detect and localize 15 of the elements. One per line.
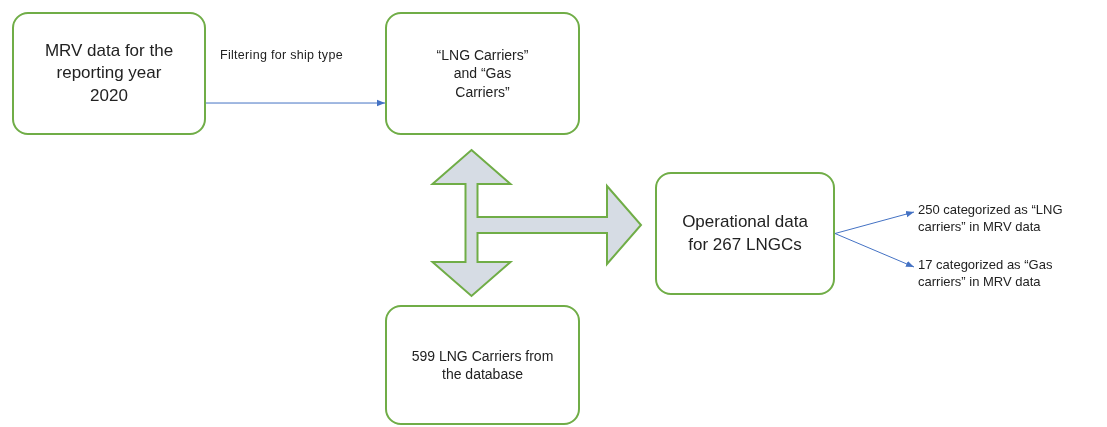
edge-label: Filtering for ship type bbox=[220, 48, 343, 62]
result-text: 250 categorized as “LNG carriers” in MRV data bbox=[918, 202, 1103, 236]
block-arrow bbox=[429, 148, 643, 298]
process-box bbox=[385, 305, 580, 425]
arrow bbox=[834, 233, 915, 268]
box-text: 599 LNG Carriers from the database bbox=[410, 346, 555, 384]
process-box bbox=[655, 172, 835, 295]
arrow bbox=[205, 99, 386, 107]
result-text: 17 categorized as “Gas carriers” in MRV data bbox=[918, 257, 1103, 291]
box-text: Operational data for 267 LNGCs bbox=[681, 211, 809, 256]
process-box bbox=[12, 12, 206, 135]
box-text: “LNG Carriers” and “Gas Carriers” bbox=[435, 46, 530, 101]
process-box bbox=[385, 12, 580, 135]
arrow bbox=[834, 211, 915, 234]
box-text: MRV data for the reporting year 2020 bbox=[43, 40, 175, 107]
